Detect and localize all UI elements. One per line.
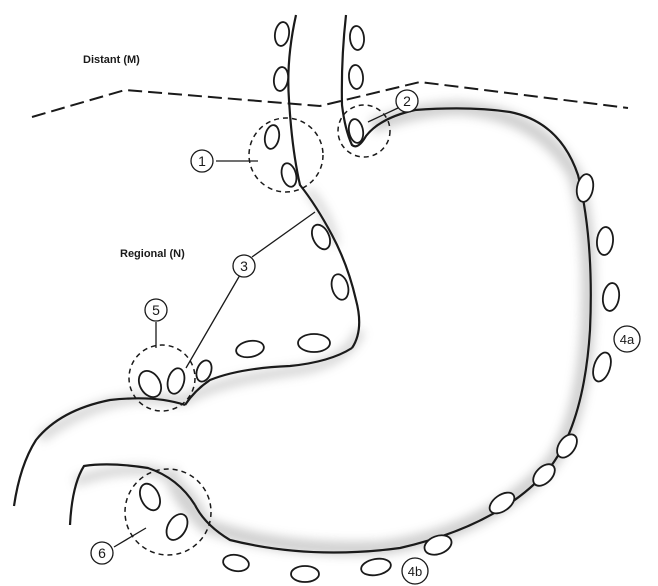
regional-label: Regional (N)	[120, 248, 185, 260]
station-1-label: 1	[198, 153, 206, 169]
station-2-label: 2	[403, 93, 411, 109]
esophagus-left-wall	[288, 15, 359, 348]
node-oval	[263, 124, 281, 150]
node-oval	[273, 21, 290, 47]
node-oval	[272, 66, 289, 92]
leader-line-3a	[252, 212, 315, 257]
station-4a-label: 4a	[620, 332, 635, 347]
node-oval	[601, 282, 621, 312]
node-oval	[165, 366, 187, 395]
station-6-label: 6	[98, 545, 106, 561]
node-oval	[360, 557, 392, 578]
lymph-nodes	[134, 21, 621, 582]
node-oval	[349, 25, 365, 50]
node-oval	[222, 553, 250, 573]
node-oval	[235, 339, 265, 360]
station-number-circles	[91, 90, 640, 584]
boundary-dashed-line	[32, 82, 628, 117]
node-oval	[298, 334, 330, 352]
leader-lines	[114, 108, 398, 547]
node-oval	[136, 481, 164, 514]
node-oval	[596, 226, 614, 255]
wall-shading	[40, 108, 589, 549]
station-4b-label: 4b	[408, 564, 422, 579]
duodenum-upper-wall	[14, 398, 185, 506]
node-oval	[329, 272, 351, 301]
station-5-label: 5	[152, 302, 160, 318]
node-oval	[291, 566, 319, 582]
distant-label: Distant (M)	[83, 54, 140, 66]
station-3-label: 3	[240, 258, 248, 274]
station-dashed-circles	[125, 105, 390, 555]
leader-line-3b	[186, 275, 240, 368]
leader-line-6	[114, 528, 146, 547]
stomach-greater-curvature	[195, 108, 591, 552]
node-oval	[348, 64, 364, 89]
node-oval	[590, 350, 614, 383]
